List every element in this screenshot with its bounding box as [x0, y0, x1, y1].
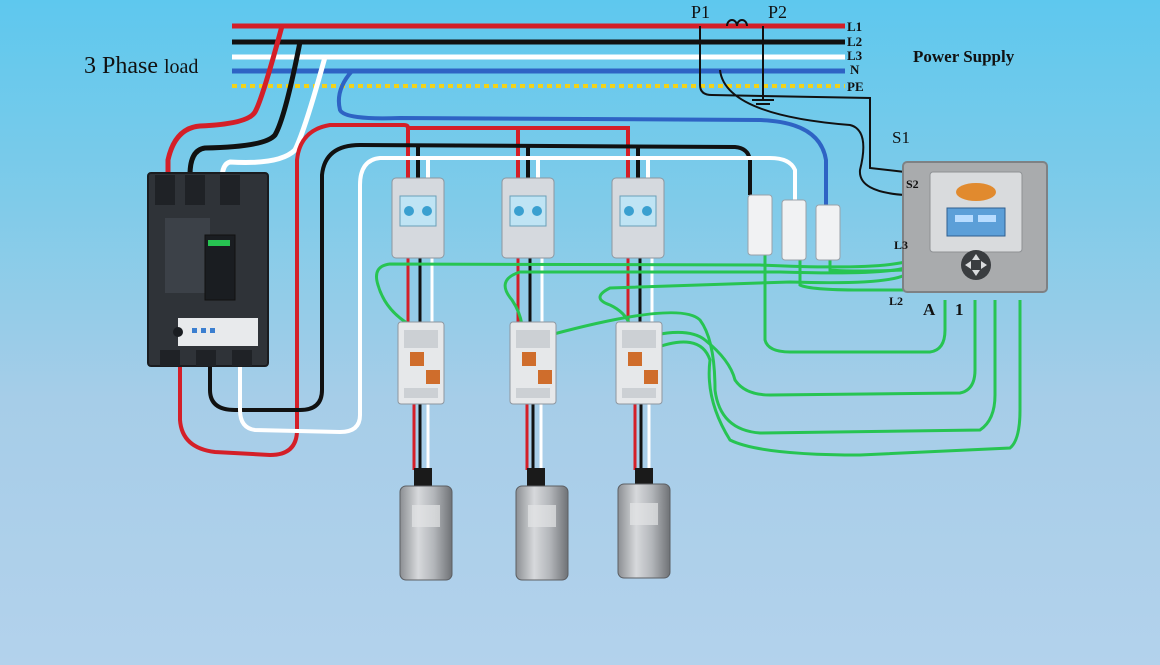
pf-controller: [902, 161, 1048, 293]
load-feeders: [165, 25, 328, 181]
ctrl-1-label: 1: [955, 300, 964, 319]
capacitor-3: [617, 468, 671, 579]
ctrl-a-label: A: [923, 300, 936, 319]
branch-2: [516, 255, 544, 470]
bus-l1-label: L1: [847, 19, 862, 34]
fuse-holder-2: [501, 177, 555, 259]
ctrl-s2-label: S2: [906, 177, 919, 191]
ct-s1-label: S1: [892, 128, 910, 147]
capacitors: [399, 468, 671, 581]
bus-n-label: N: [850, 62, 860, 77]
contactor-2: [509, 321, 557, 405]
power-supply-label: Power Supply: [913, 47, 1015, 66]
contactors: [397, 321, 663, 405]
bus-bars: [232, 23, 845, 88]
current-transformer: [699, 19, 906, 196]
capacitor-1: [399, 468, 453, 581]
labels: 3 Phase load Power Supply P1 P2 S1 L1 L2…: [84, 2, 1015, 319]
mccb-breaker: [147, 172, 269, 367]
fuse-holders: [391, 177, 665, 259]
fuse-holder-3: [611, 177, 665, 259]
capacitor-2: [515, 468, 569, 581]
controller-logo-icon: [956, 183, 996, 201]
contactor-1: [397, 321, 445, 405]
contactor-3: [615, 321, 663, 405]
control-wires: [375, 255, 1022, 457]
bus-l2-label: L2: [847, 34, 862, 49]
fuse-holder-1: [391, 177, 445, 259]
bus-pe-label: PE: [847, 79, 864, 94]
branch-1: [406, 255, 434, 470]
controller-keypad-icon: [961, 250, 991, 280]
ct-p2-label: P2: [768, 2, 787, 22]
load-label: 3 Phase load: [84, 53, 198, 79]
bus-l3-label: L3: [847, 48, 863, 63]
control-fuses: [747, 194, 841, 261]
ct-p1-label: P1: [691, 2, 710, 22]
ctrl-l2-label: L2: [889, 294, 903, 308]
ctrl-l3-label: L3: [894, 238, 908, 252]
